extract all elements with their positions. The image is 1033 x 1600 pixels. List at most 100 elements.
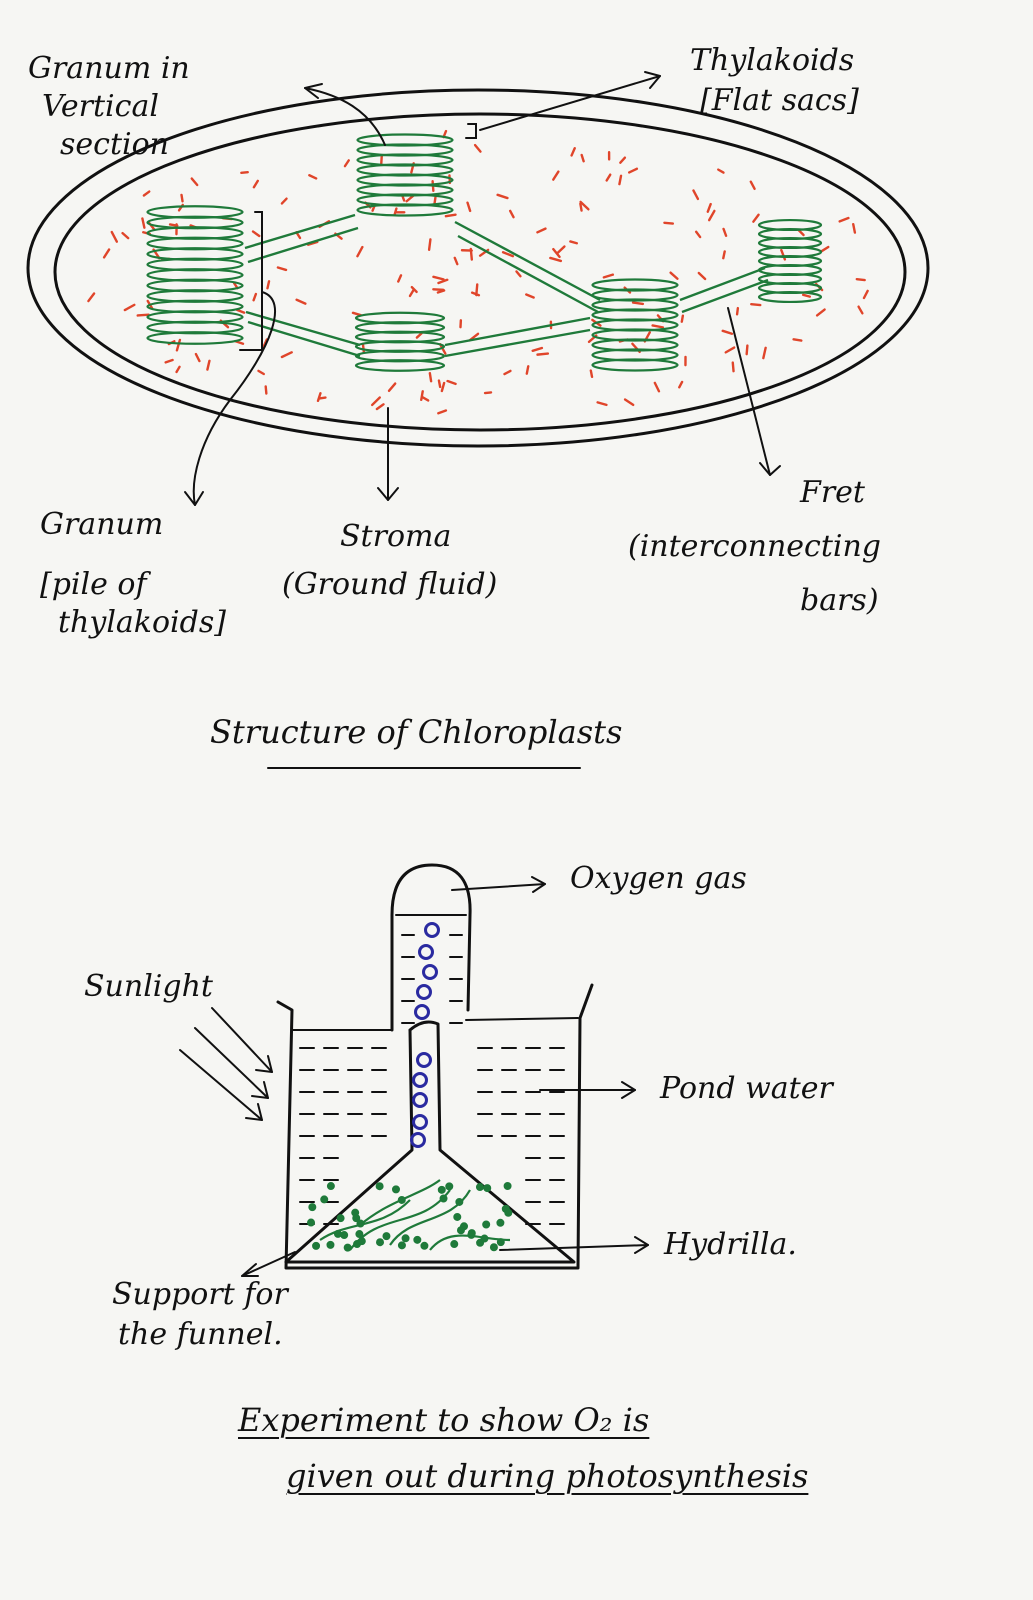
stroma-dot: [579, 202, 583, 212]
stroma-dot: [589, 369, 594, 379]
stroma-dot: [180, 193, 184, 203]
stroma-dot: [316, 392, 322, 403]
hydrilla-leaf: [503, 1182, 512, 1191]
label-stroma-2: (Ground fluid): [282, 567, 498, 602]
stroma-dot: [343, 159, 350, 168]
stroma-dot: [697, 271, 707, 281]
stroma-dot: [722, 227, 728, 237]
beaker: [276, 983, 594, 1270]
stroma-dot: [605, 173, 612, 182]
hydrilla-leaf: [375, 1182, 384, 1191]
stroma-dot: [257, 369, 265, 376]
stroma-dot: [735, 306, 740, 316]
stroma-dot: [503, 369, 512, 376]
stroma-dot: [164, 358, 174, 364]
stroma-dot: [440, 381, 446, 393]
oxygen-bubble: [412, 1092, 428, 1108]
stroma-dot: [123, 303, 136, 312]
stroma-dot: [427, 238, 432, 252]
pointer-support: [241, 1251, 296, 1277]
stroma-dot: [264, 385, 268, 395]
chloroplast-outer-membrane: [26, 88, 930, 448]
chloroplast-inner-membrane: [53, 112, 907, 432]
stroma-dot: [121, 231, 130, 240]
granum-right: [591, 278, 679, 372]
pointer-oxygen-head: [531, 876, 546, 893]
pointer-hydrilla: [499, 1244, 649, 1251]
hydrilla-leaf: [352, 1214, 361, 1223]
hydrilla-leaf: [453, 1212, 462, 1221]
stroma-dot: [415, 332, 423, 339]
stroma-dot: [580, 153, 585, 163]
stroma-dots: [87, 129, 869, 415]
hydrilla-leaf: [391, 1185, 400, 1194]
stroma-dot: [631, 301, 645, 306]
stroma-dot: [628, 167, 639, 174]
stroma-dot: [780, 248, 787, 261]
pointer-support-head: [241, 1263, 259, 1277]
stroma-dot: [536, 227, 547, 234]
stroma-dot: [596, 401, 608, 407]
hydrilla-leaf: [312, 1241, 321, 1250]
hydrilla-leaf: [420, 1241, 429, 1250]
hydrilla-leaf: [355, 1230, 364, 1239]
hydrilla-leaf: [455, 1197, 464, 1206]
stroma-dot: [680, 314, 685, 323]
stroma-dot: [515, 270, 522, 278]
label-granum-1: Granum: [40, 507, 164, 542]
label-fret-2: (interconnecting: [628, 529, 882, 564]
hydrilla-leaf: [483, 1184, 492, 1193]
stroma-dot: [852, 223, 857, 234]
stroma-dot: [306, 240, 319, 246]
thylakoid-disc: [757, 290, 823, 304]
thylakoid-bracket: [465, 123, 477, 139]
stroma-dot: [420, 390, 424, 402]
stroma-dot: [432, 288, 445, 292]
hydrilla-stem: [389, 1189, 471, 1246]
label-support-2: the funnel.: [118, 1317, 283, 1352]
stroma-dot: [351, 311, 363, 317]
stroma-dot: [397, 274, 403, 283]
stroma-dot: [356, 245, 364, 258]
hydrilla-stem: [319, 1199, 411, 1241]
stroma-dot: [509, 209, 515, 219]
stroma-dot: [370, 396, 381, 407]
oxygen-bubble: [424, 922, 440, 938]
stroma-dot: [408, 288, 415, 298]
stroma-dot: [792, 338, 803, 342]
pointer-granum-vertical: [304, 87, 386, 146]
hydrilla-leaf: [376, 1238, 385, 1247]
stroma-dot: [692, 189, 700, 201]
stroma-dot: [240, 171, 249, 174]
stroma-dot: [387, 382, 397, 393]
stroma-dot: [136, 313, 150, 317]
stroma-dot: [815, 308, 826, 317]
label-hydrilla: Hydrilla.: [664, 1227, 797, 1262]
sunlight-rays: [179, 1007, 273, 1121]
stroma-dot: [420, 395, 430, 402]
thylakoid-disc: [146, 331, 244, 345]
thylakoid-disc: [591, 358, 679, 372]
stroma-dot: [525, 365, 530, 375]
hydrilla-leaf: [353, 1240, 362, 1249]
hydrilla-leaf: [308, 1203, 317, 1212]
hydrilla-leaf: [382, 1232, 391, 1241]
stroma-dot: [280, 351, 293, 359]
hydrilla-leaf: [450, 1240, 459, 1249]
stroma-dot: [579, 200, 590, 211]
stroma-dot: [175, 338, 182, 352]
stroma-dot: [437, 379, 442, 389]
stroma-dot: [651, 324, 665, 329]
stroma-dot: [549, 256, 563, 263]
label-pond-water: Pond water: [660, 1071, 833, 1106]
granum-far-right: [757, 218, 823, 304]
label-support-1: Support for: [112, 1277, 288, 1312]
stroma-dot: [750, 303, 762, 307]
hydrilla-leaf: [456, 1226, 465, 1235]
oxygen-bubble: [418, 944, 434, 960]
granum-bottom: [354, 311, 446, 372]
pointer-stroma-head: [377, 487, 399, 501]
stroma-dot: [318, 396, 327, 400]
stroma-dot: [678, 380, 684, 389]
